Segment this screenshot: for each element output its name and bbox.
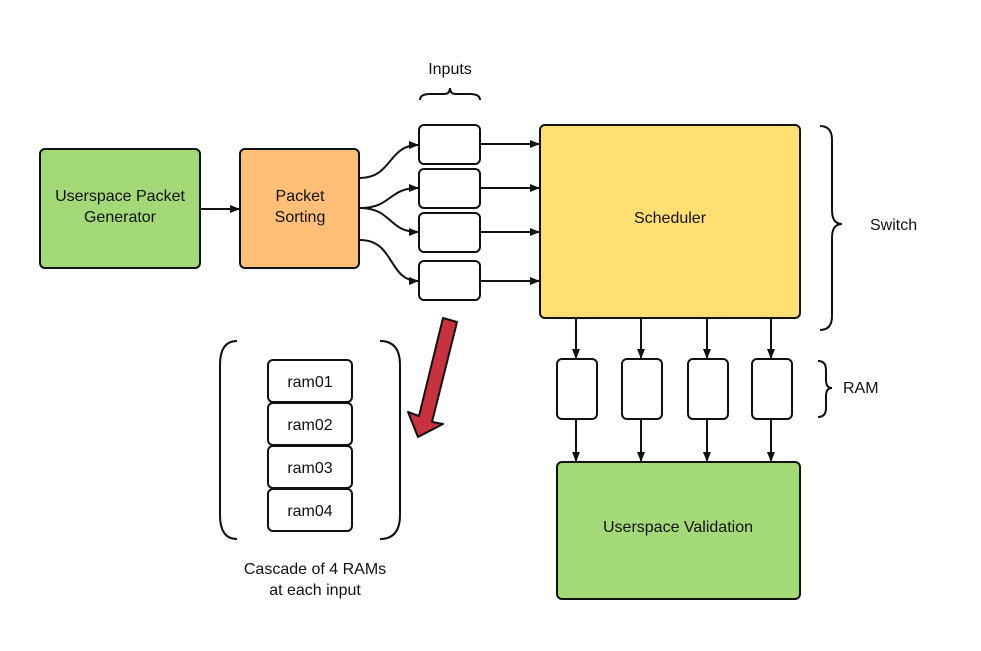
zoom-arrow-icon bbox=[407, 317, 458, 438]
sorting-box bbox=[239, 148, 360, 269]
switch-brace bbox=[819, 125, 843, 331]
ram02-label: ram02 bbox=[287, 417, 332, 434]
ram-box-1 bbox=[556, 358, 598, 420]
packet-sorting-block: Packet Sorting bbox=[239, 148, 360, 269]
ram-box-3 bbox=[687, 358, 729, 420]
generator-label-line2: Generator bbox=[84, 209, 157, 226]
ram-brace bbox=[817, 360, 833, 418]
input-box-3 bbox=[418, 212, 481, 253]
userspace-packet-generator-block: Userspace Packet Generator bbox=[39, 148, 201, 269]
input-box-4 bbox=[418, 260, 481, 301]
ram-box-2 bbox=[621, 358, 663, 420]
ram-cascade: ram01 ram02 ram03 ram04 bbox=[267, 359, 353, 532]
arrow-sorting-to-input-2 bbox=[359, 184, 419, 209]
userspace-validation-block: Userspace Validation bbox=[556, 461, 801, 600]
ram01-label: ram01 bbox=[287, 374, 332, 391]
arrow-sorting-to-input-1 bbox=[359, 141, 419, 179]
input-box-1 bbox=[418, 124, 481, 165]
sorting-label-line1: Packet bbox=[276, 188, 325, 205]
ram03-label: ram03 bbox=[287, 460, 332, 477]
inputs-brace bbox=[419, 87, 481, 101]
arrow-sorting-to-input-4 bbox=[359, 239, 419, 285]
scheduler-block: Scheduler bbox=[539, 124, 801, 319]
inputs-label: Inputs bbox=[428, 61, 472, 78]
cascade-left-paren bbox=[219, 340, 238, 540]
generator-label-line1: Userspace Packet bbox=[55, 188, 185, 205]
ram04-box bbox=[267, 488, 353, 532]
scheduler-box bbox=[539, 124, 801, 319]
switch-label: Switch bbox=[870, 217, 917, 234]
validation-box bbox=[556, 461, 801, 600]
ram04-label: ram04 bbox=[287, 503, 332, 520]
ram-box-4 bbox=[751, 358, 793, 420]
scheduler-label: Scheduler bbox=[634, 210, 707, 227]
sorting-label-line2: Sorting bbox=[275, 209, 326, 226]
input-box-2 bbox=[418, 168, 481, 209]
cascade-caption-line1: Cascade of 4 RAMs bbox=[244, 561, 386, 578]
ram-label: RAM bbox=[843, 380, 879, 397]
arrow-sorting-to-input-3 bbox=[359, 207, 419, 236]
cascade-caption-line2: at each input bbox=[269, 582, 361, 599]
validation-label: Userspace Validation bbox=[603, 519, 753, 536]
cascade-right-paren bbox=[379, 340, 401, 540]
